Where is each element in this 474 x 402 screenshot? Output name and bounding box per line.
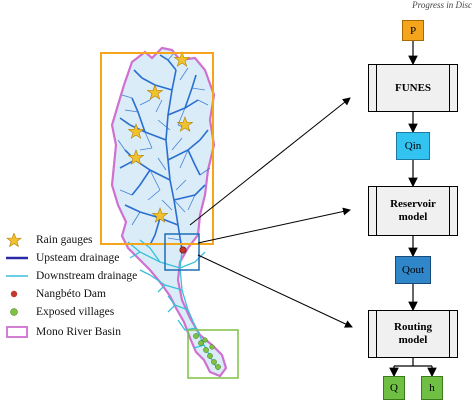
q-label: Q bbox=[390, 382, 398, 394]
legend-label: Exposed villages bbox=[36, 306, 115, 318]
funes-box: FUNES bbox=[368, 64, 458, 112]
rain-gauge-marker bbox=[173, 51, 191, 67]
rect-icon bbox=[6, 325, 30, 339]
arrow-to-funes bbox=[189, 97, 351, 226]
reservoir-model-label: Reservoir model bbox=[390, 198, 436, 223]
legend-label: Mono River Basin bbox=[36, 326, 121, 338]
routing-model-box: Routing model bbox=[368, 310, 458, 358]
legend-item-upstream-drainage: Upsteam drainage bbox=[6, 250, 119, 266]
line-icon bbox=[6, 251, 30, 265]
upstream-area-box bbox=[100, 52, 214, 245]
dot-icon bbox=[6, 287, 30, 301]
h-output-box: h bbox=[421, 376, 443, 400]
legend-label: Nangbéto Dam bbox=[36, 288, 106, 300]
legend-label: Upsteam drainage bbox=[36, 252, 120, 264]
reservoir-model-box: Reservoir model bbox=[368, 186, 458, 236]
rain-gauge-marker bbox=[176, 116, 194, 132]
legend-item-exposed-villages: Exposed villages bbox=[6, 304, 114, 320]
legend-item-mono-river-basin: Mono River Basin bbox=[6, 324, 121, 340]
arrow-to-reservoir bbox=[197, 207, 351, 244]
dot-icon bbox=[6, 305, 30, 319]
funes-label: FUNES bbox=[394, 81, 432, 94]
arrow-to-routing bbox=[197, 254, 353, 328]
rain-gauge-marker bbox=[151, 207, 169, 223]
p-box: P bbox=[402, 20, 424, 41]
qin-box: Qin bbox=[396, 132, 430, 160]
qout-box: Qout bbox=[395, 256, 431, 284]
qin-label: Qin bbox=[404, 140, 422, 152]
journal-header: Progress in Disc bbox=[412, 0, 472, 10]
q-output-box: Q bbox=[383, 376, 405, 400]
legend-item-downstream-drainage: Downstream drainage bbox=[6, 268, 137, 284]
legend-item-rain-gauges: Rain gauges bbox=[6, 232, 93, 248]
rain-gauge-marker bbox=[127, 123, 145, 139]
star-icon bbox=[6, 232, 30, 248]
rain-gauge-marker bbox=[146, 84, 164, 100]
routing-model-label: Routing model bbox=[394, 321, 432, 346]
dam-area-box bbox=[164, 233, 200, 271]
legend-label: Downstream drainage bbox=[36, 270, 138, 282]
legend-item-nangbeto-dam: Nangbéto Dam bbox=[6, 286, 106, 302]
p-label: P bbox=[409, 24, 417, 37]
line-icon bbox=[6, 269, 30, 283]
rain-gauges bbox=[127, 51, 194, 223]
qout-label: Qout bbox=[402, 264, 424, 276]
rain-gauge-marker bbox=[127, 149, 145, 165]
legend-label: Rain gauges bbox=[36, 234, 93, 246]
h-label: h bbox=[429, 382, 435, 394]
exposed-villages bbox=[193, 333, 221, 370]
village-area-box bbox=[187, 329, 239, 379]
nangbeto-dam-marker bbox=[179, 246, 187, 254]
